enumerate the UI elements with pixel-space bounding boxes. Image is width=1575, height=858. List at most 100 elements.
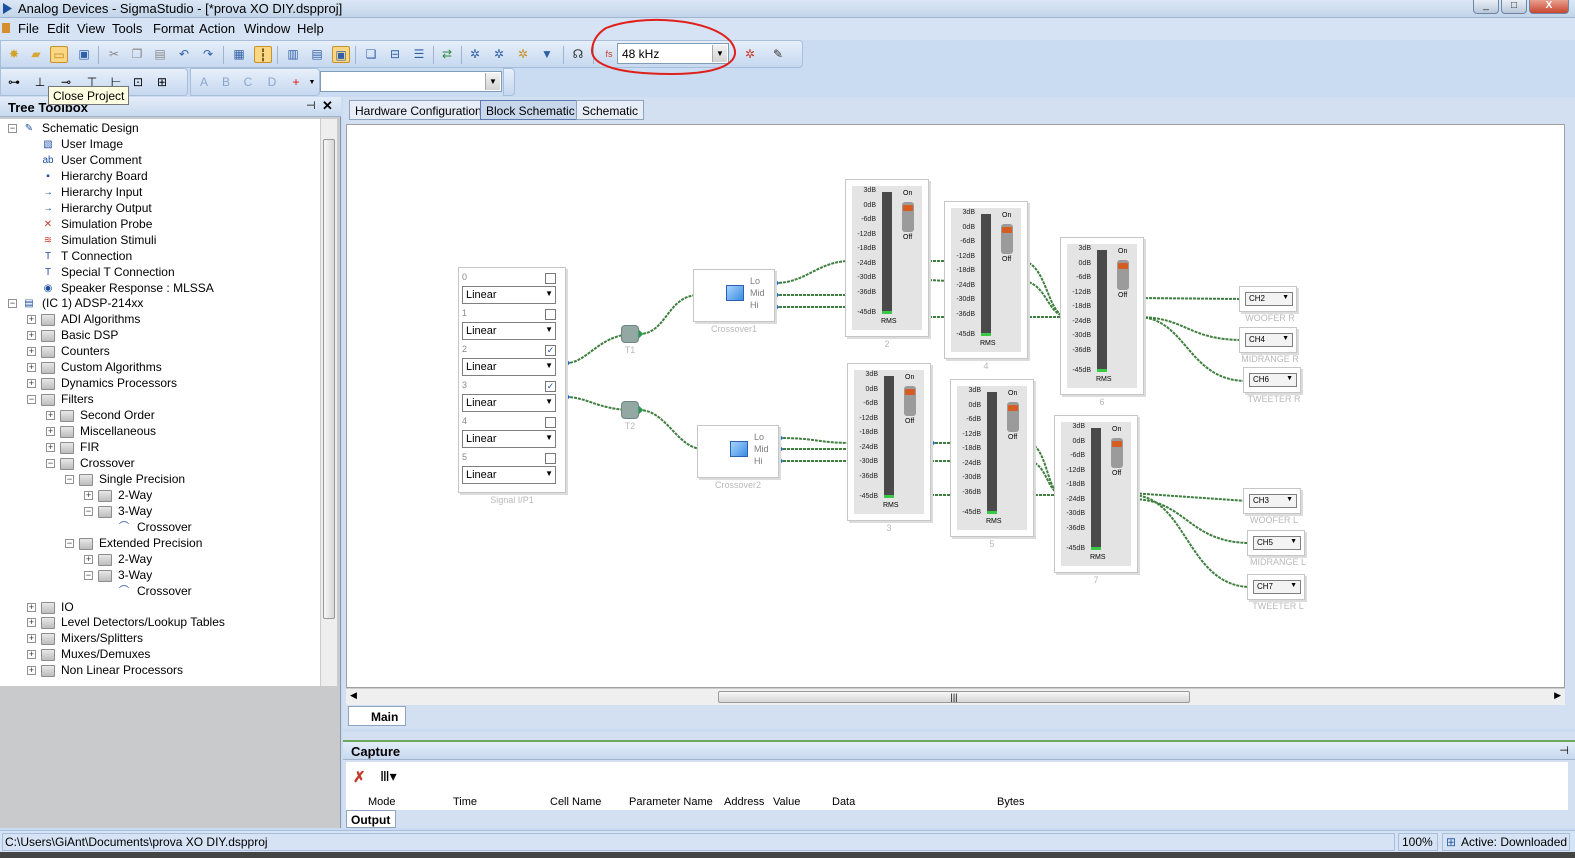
channel-checkbox[interactable] bbox=[545, 417, 556, 428]
probe-icon[interactable]: ✎ bbox=[772, 47, 784, 61]
expand-icon[interactable]: + bbox=[27, 346, 36, 357]
output-block[interactable]: CH3▼ bbox=[1243, 488, 1301, 514]
open-folder-icon[interactable]: ▰ bbox=[31, 47, 41, 61]
pin-icon[interactable]: ⊣ bbox=[306, 100, 316, 112]
settings-icon[interactable]: ✲ bbox=[744, 47, 756, 61]
toolbox-toggle-icon[interactable]: ┇ bbox=[254, 46, 272, 63]
close-icon[interactable]: ✕ bbox=[322, 98, 333, 113]
expand-icon[interactable]: + bbox=[27, 362, 36, 373]
output-channel-select[interactable]: CH6▼ bbox=[1249, 373, 1297, 387]
chevron-down-icon[interactable]: ▼ bbox=[545, 361, 553, 370]
output-channel-select[interactable]: CH2▼ bbox=[1245, 292, 1293, 306]
cut-icon[interactable]: ✂ bbox=[108, 47, 120, 61]
format-b-icon[interactable]: B bbox=[221, 75, 230, 89]
menu-file[interactable]: File bbox=[18, 21, 39, 36]
output-block[interactable]: CH5▼ bbox=[1247, 530, 1305, 556]
expand-icon[interactable]: + bbox=[27, 378, 36, 389]
output-channel-select[interactable]: CH3▼ bbox=[1249, 494, 1297, 508]
align-middle-icon[interactable]: ⊸ bbox=[60, 75, 72, 89]
copy-icon[interactable]: ❐ bbox=[131, 47, 143, 61]
chevron-down-icon[interactable]: ▼ bbox=[712, 45, 727, 62]
collapse-icon[interactable]: − bbox=[27, 394, 36, 405]
chevron-down-icon[interactable]: ▼ bbox=[545, 397, 553, 406]
chevron-down-icon[interactable]: ▼ bbox=[485, 73, 500, 90]
align-left-icon[interactable]: ⊢ bbox=[110, 75, 122, 89]
redo-icon[interactable]: ↷ bbox=[202, 47, 214, 61]
expand-icon[interactable]: + bbox=[27, 314, 36, 325]
window-cascade-icon[interactable]: ❏ bbox=[365, 47, 377, 61]
compile-icon[interactable]: ✲ bbox=[493, 47, 505, 61]
chevron-down-icon[interactable]: ▼ bbox=[1282, 294, 1289, 301]
mute-switch[interactable] bbox=[1111, 438, 1123, 468]
properties-icon[interactable]: ▤ bbox=[311, 47, 323, 61]
tree-view-icon[interactable]: ▦ bbox=[233, 47, 245, 61]
channel-checkbox[interactable]: ✓ bbox=[545, 381, 556, 392]
expand-icon[interactable]: + bbox=[27, 633, 36, 644]
expand-icon[interactable]: + bbox=[46, 426, 55, 437]
mute-switch[interactable] bbox=[902, 202, 914, 232]
object-select[interactable]: ▼ bbox=[320, 71, 502, 92]
tab-hardware-configuration[interactable]: Hardware Configuration bbox=[349, 100, 488, 120]
output-channel-select[interactable]: CH4▼ bbox=[1245, 333, 1293, 347]
chevron-down-icon[interactable]: ▼ bbox=[545, 289, 553, 298]
menu-window[interactable]: Window bbox=[244, 21, 291, 36]
expand-icon[interactable]: + bbox=[27, 617, 36, 628]
expand-icon[interactable]: + bbox=[84, 553, 93, 564]
menu-tools[interactable]: Tools bbox=[112, 21, 143, 36]
layout-icon[interactable]: ▥ bbox=[287, 47, 299, 61]
channel-checkbox[interactable] bbox=[545, 273, 556, 284]
collapse-icon[interactable]: − bbox=[46, 457, 55, 468]
mute-switch[interactable] bbox=[1117, 260, 1129, 290]
canvas-scrollbar[interactable]: ◀ ||| ▶ bbox=[346, 688, 1565, 705]
undo-icon[interactable]: ↶ bbox=[178, 47, 190, 61]
sample-rate-select[interactable]: 48 kHz ▼ bbox=[617, 43, 729, 64]
collapse-icon[interactable]: − bbox=[84, 569, 93, 580]
t-connection-block[interactable] bbox=[621, 325, 639, 343]
expand-icon[interactable]: + bbox=[84, 489, 93, 500]
chevron-down-icon[interactable]: ▼ bbox=[308, 79, 316, 86]
tile-horizontal-icon[interactable]: ⊟ bbox=[389, 47, 401, 61]
menu-format[interactable]: Format bbox=[153, 21, 195, 36]
expand-icon[interactable]: + bbox=[46, 410, 55, 421]
format-c-icon[interactable]: C bbox=[243, 75, 253, 89]
output-block[interactable]: CH4▼ bbox=[1239, 327, 1297, 353]
format-a-icon[interactable]: A bbox=[199, 75, 208, 89]
output-window-icon[interactable]: ▣ bbox=[332, 46, 350, 63]
tile-vertical-icon[interactable]: ☰ bbox=[413, 47, 425, 61]
scroll-right-icon[interactable]: ▶ bbox=[1554, 690, 1561, 700]
menu-action[interactable]: Action bbox=[199, 21, 236, 36]
channel-mode-select[interactable]: Linear▼ bbox=[462, 430, 556, 448]
channel-checkbox[interactable]: ✓ bbox=[545, 345, 556, 356]
collapse-icon[interactable]: − bbox=[84, 505, 93, 516]
export-icon[interactable]: ▼ bbox=[541, 47, 553, 61]
output-block[interactable]: CH6▼ bbox=[1243, 367, 1301, 393]
chevron-down-icon[interactable]: ▼ bbox=[545, 325, 553, 334]
scroll-thumb[interactable]: ||| bbox=[718, 691, 1190, 703]
close-project-icon[interactable]: ▭ bbox=[50, 46, 68, 63]
tree-scrollbar[interactable] bbox=[320, 119, 337, 686]
channel-mode-select[interactable]: Linear▼ bbox=[462, 394, 556, 412]
save-icon[interactable]: ▣ bbox=[78, 47, 90, 61]
distribute-vertical-icon[interactable]: ⊞ bbox=[156, 75, 168, 89]
chevron-down-icon[interactable]: ▼ bbox=[545, 469, 553, 478]
close-window-button[interactable]: X bbox=[1529, 0, 1569, 14]
chevron-down-icon[interactable]: ▼ bbox=[1290, 538, 1297, 545]
output-channel-select[interactable]: CH7▼ bbox=[1253, 580, 1301, 594]
chevron-down-icon[interactable]: ▼ bbox=[1286, 496, 1293, 503]
expand-icon[interactable]: + bbox=[27, 665, 36, 676]
menu-help[interactable]: Help bbox=[297, 21, 324, 36]
channel-mode-select[interactable]: Linear▼ bbox=[462, 466, 556, 484]
chevron-down-icon[interactable]: ▼ bbox=[1286, 375, 1293, 382]
distribute-icon[interactable]: ⊡ bbox=[132, 75, 144, 89]
expand-icon[interactable]: + bbox=[27, 649, 36, 660]
hierarchy-icon[interactable]: ☊ bbox=[572, 47, 584, 61]
format-d-icon[interactable]: D bbox=[267, 75, 277, 89]
expand-icon[interactable]: + bbox=[46, 442, 55, 452]
